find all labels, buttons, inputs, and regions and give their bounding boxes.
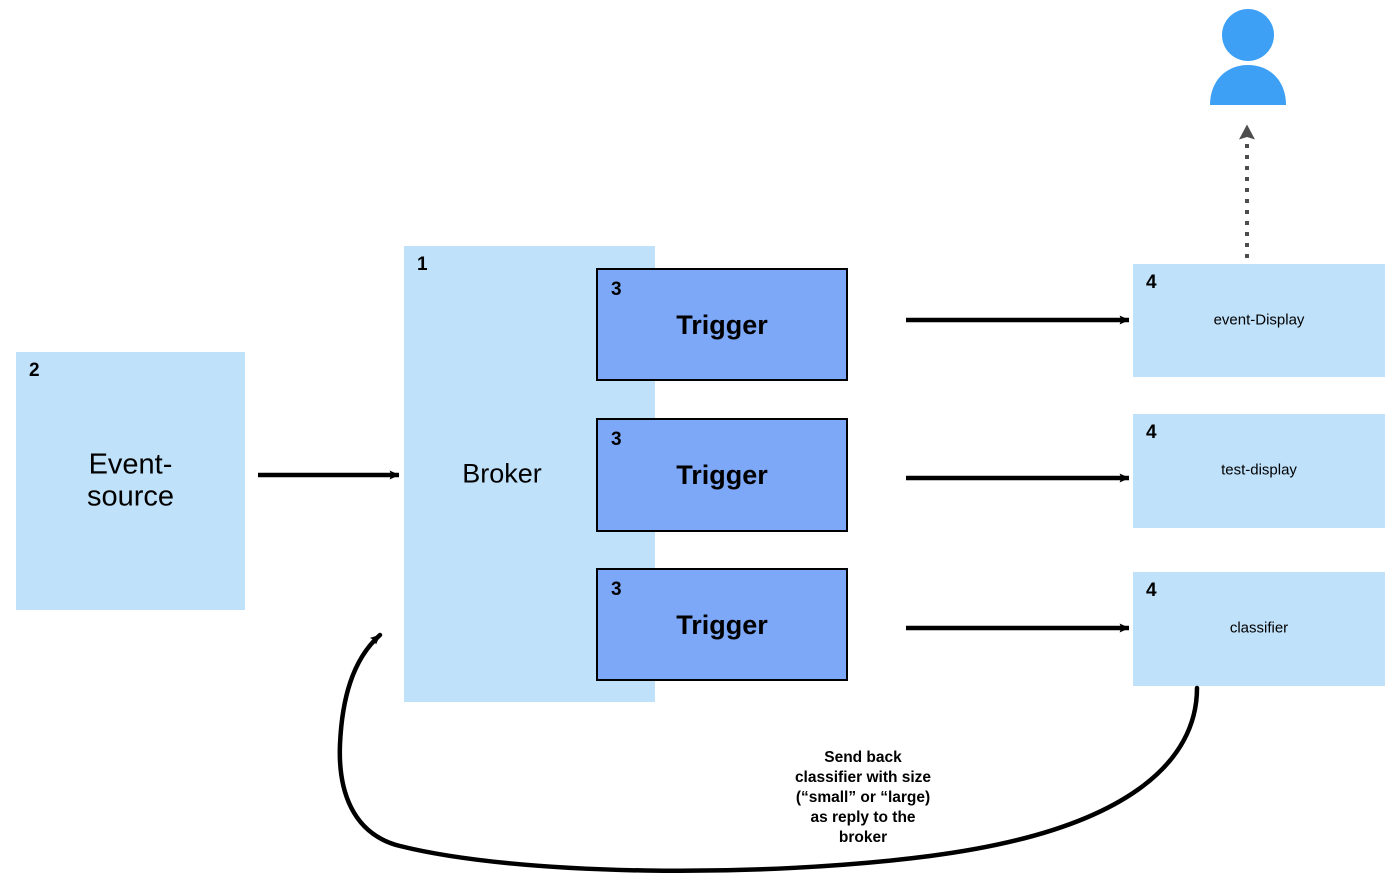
- broker-number: 1: [417, 254, 428, 275]
- trigger-label: Trigger: [676, 609, 768, 640]
- feedback-caption: Send back classifier with size (“small” …: [794, 749, 932, 846]
- event-source-box[interactable]: 2 Event- source: [16, 352, 245, 610]
- service-label: test-display: [1221, 461, 1297, 479]
- actor-figure: [1203, 8, 1293, 108]
- trigger-box-2[interactable]: 3 Trigger: [596, 418, 848, 532]
- service-box-event-display[interactable]: 4 event-Display: [1133, 264, 1385, 377]
- trigger-number: 3: [611, 579, 622, 600]
- service-box-test-display[interactable]: 4 test-display: [1133, 414, 1385, 528]
- person-icon: [1210, 9, 1286, 105]
- service-label: event-Display: [1213, 311, 1305, 329]
- trigger-number: 3: [611, 279, 622, 300]
- service-box-classifier[interactable]: 4 classifier: [1133, 572, 1385, 686]
- trigger-number: 3: [611, 429, 622, 450]
- trigger-box-3[interactable]: 3 Trigger: [596, 568, 848, 681]
- service-label: classifier: [1229, 619, 1289, 637]
- trigger-box-1[interactable]: 3 Trigger: [596, 268, 848, 381]
- broker-label: Broker: [462, 458, 542, 489]
- trigger-label: Trigger: [676, 459, 768, 490]
- event-source-number: 2: [29, 360, 40, 381]
- trigger-label: Trigger: [676, 309, 768, 340]
- service-number: 4: [1146, 580, 1157, 601]
- service-number: 4: [1146, 422, 1157, 443]
- event-source-label: Event- source: [86, 448, 175, 513]
- service-number: 4: [1146, 272, 1157, 293]
